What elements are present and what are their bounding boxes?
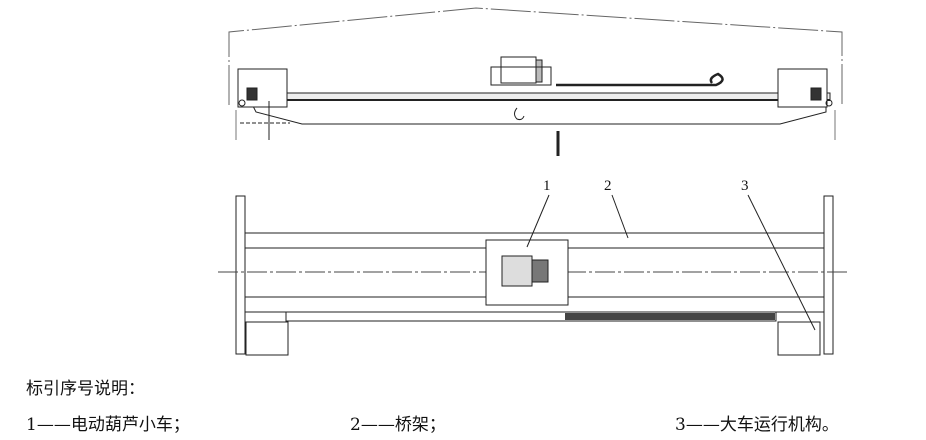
end-beam-right — [823, 195, 834, 355]
elevation-view — [228, 7, 843, 156]
legend-item-3: 3——大车运行机构。 — [675, 415, 839, 435]
girder-body — [249, 99, 827, 125]
end-beam-left — [235, 195, 246, 355]
legend-item-1: 1——电动葫芦小车； — [26, 415, 190, 435]
main-girder-rail — [244, 92, 831, 101]
legend-item-2: 2——桥架； — [350, 415, 446, 435]
callout-2: 2 — [604, 178, 612, 194]
walkway — [285, 311, 777, 322]
drive-left — [245, 321, 289, 356]
building-outline — [228, 7, 843, 105]
callout-3: 3 — [741, 178, 749, 194]
cable-festoon — [556, 72, 724, 87]
hook-icon — [514, 107, 525, 121]
plan-view: 1 2 3 — [218, 178, 850, 356]
end-carriage-left — [237, 68, 288, 108]
legend-title: 标引序号说明： — [26, 379, 145, 399]
callout-1: 1 — [543, 178, 551, 194]
hoist-motor — [500, 56, 537, 84]
drive-right — [777, 321, 821, 356]
